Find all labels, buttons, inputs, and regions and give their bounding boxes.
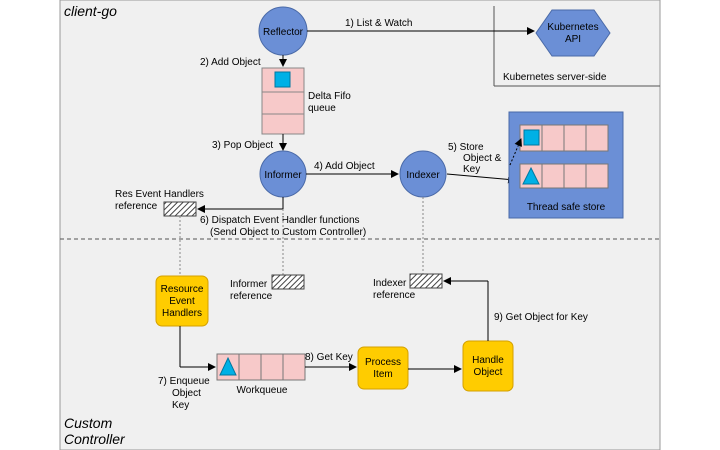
kubernetes-api-label-1: Kubernetes — [547, 22, 598, 33]
cyan-square-icon — [274, 71, 291, 88]
handle-object-label-1: Handle — [472, 355, 504, 366]
step-7-label-2: Object — [172, 388, 201, 399]
workqueue-cyan-triangle-icon — [219, 356, 237, 376]
process-item-box — [357, 346, 409, 390]
process-item-label-1: Process — [365, 357, 401, 368]
store-arrow — [446, 173, 516, 184]
delta-fifo-label-2: queue — [308, 103, 336, 114]
process-item-label-2: Item — [373, 369, 392, 380]
step-1-label: 1) List & Watch — [345, 18, 412, 29]
res-event-handlers-reference-icon — [163, 201, 197, 217]
region-custom-controller-label-1: Custom — [64, 415, 113, 431]
workqueue — [216, 353, 306, 381]
indexer-label: Indexer — [406, 170, 440, 181]
step-2-label: 2) Add Object — [200, 57, 261, 68]
thread-safe-store — [508, 111, 624, 219]
informer-label: Informer — [264, 170, 302, 181]
store-cyan-triangle-icon — [522, 166, 540, 185]
kubernetes-api-hexagon — [535, 9, 611, 57]
resource-handlers-label-2: Event — [169, 296, 195, 307]
workqueue-label: Workqueue — [237, 385, 288, 396]
step-3-label: 3) Pop Object — [212, 140, 273, 151]
step-9-label: 9) Get Object for Key — [494, 312, 588, 323]
step-5-label-2: Object & — [463, 153, 502, 164]
indexer-ref-label-2: reference — [373, 290, 416, 301]
step-7-label-3: Key — [172, 400, 189, 411]
step-4-label: 4) Add Object — [314, 161, 375, 172]
step-6-label-1: 6) Dispatch Event Handler functions — [200, 215, 360, 226]
res-event-ref-label-2: reference — [115, 201, 158, 212]
delta-fifo-label-1: Delta Fifo — [308, 91, 351, 102]
resource-handlers-label-3: Handlers — [162, 308, 202, 319]
res-event-ref-label-1: Res Event Handlers — [115, 189, 204, 200]
delta-fifo-queue — [261, 67, 305, 135]
informer-ref-label-2: reference — [230, 291, 273, 302]
kubernetes-api-label-2: API — [565, 34, 581, 45]
informer-reference-icon — [271, 274, 305, 290]
step-8-label: 8) Get Key — [305, 352, 353, 363]
informer-ref-label-1: Informer — [230, 279, 268, 290]
handle-object-box — [462, 340, 514, 392]
region-custom-controller-label-2: Controller — [64, 431, 126, 447]
step-7-label-1: 7) Enqueue — [158, 376, 210, 387]
thread-safe-store-label: Thread safe store — [527, 202, 606, 213]
resource-handlers-label-1: Resource — [161, 284, 204, 295]
store-dotted-arrow-square — [509, 138, 522, 166]
reflector-label: Reflector — [263, 27, 304, 38]
resource-event-handlers-box — [155, 275, 209, 327]
handle-object-label-2: Object — [474, 367, 503, 378]
server-side-label: Kubernetes server-side — [503, 72, 607, 83]
step-5-label-1: 5) Store — [448, 142, 484, 153]
region-client-go-label: client-go — [64, 3, 117, 19]
indexer-ref-label-1: Indexer — [373, 278, 407, 289]
store-cyan-square-icon — [523, 129, 540, 146]
indexer-reference-icon — [409, 273, 443, 289]
step-6-label-2: (Send Object to Custom Controller) — [210, 227, 366, 238]
step-5-label-3: Key — [463, 164, 480, 175]
